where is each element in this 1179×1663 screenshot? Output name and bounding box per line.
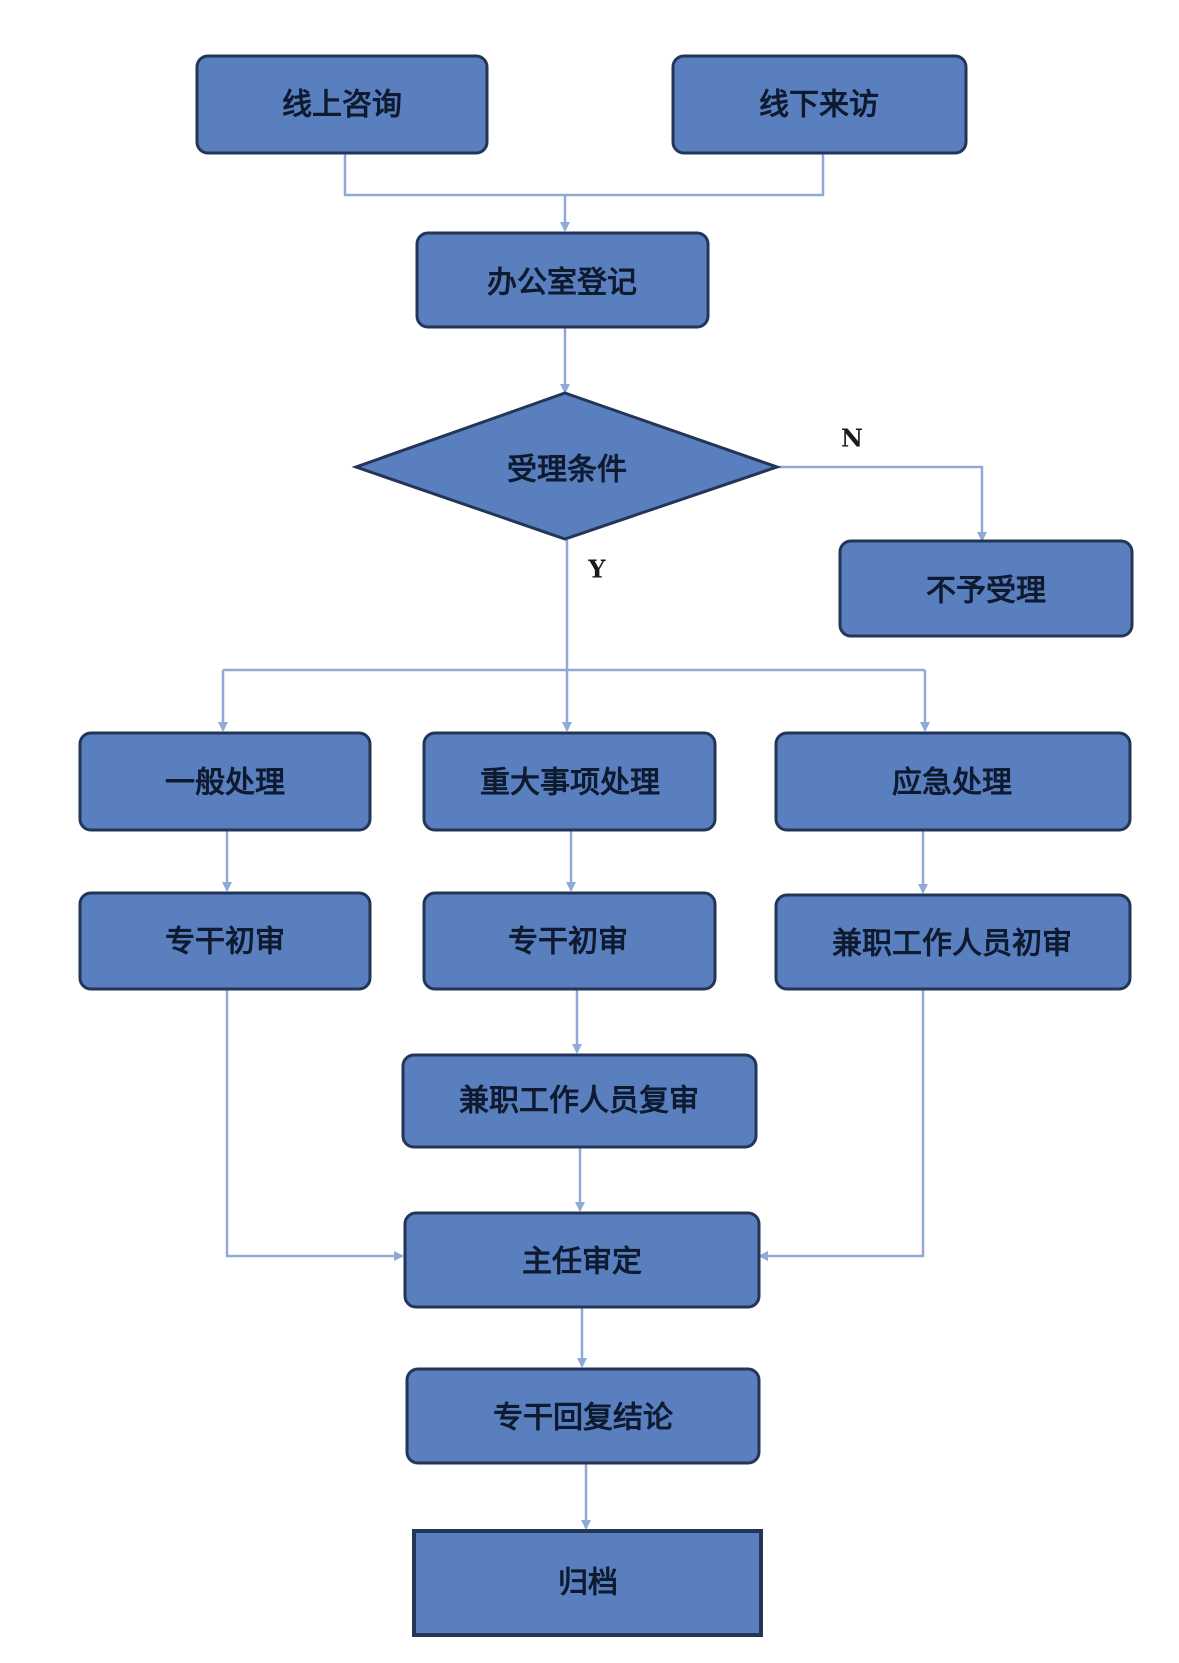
node-emergency-initial-review-label: 兼职工作人员初审 xyxy=(832,927,1072,962)
connectors xyxy=(218,153,987,1530)
node-offline-visit: 线下来访 xyxy=(671,54,968,155)
node-major-initial-review-label: 专干初审 xyxy=(508,925,628,960)
node-emergency-initial-review: 兼职工作人员初审 xyxy=(774,893,1132,991)
node-offline-visit-label: 线下来访 xyxy=(759,88,879,123)
node-reply-conclusion: 专干回复结论 xyxy=(405,1367,761,1465)
node-part-time-re-review: 兼职工作人员复审 xyxy=(401,1053,758,1149)
edge-condition-to-not-accepted xyxy=(777,465,987,542)
node-emergency-handling-label: 应急处理 xyxy=(892,766,1012,801)
node-general-initial-review-label: 专干初审 xyxy=(165,925,285,960)
node-office-register-label: 办公室登记 xyxy=(487,266,637,301)
node-not-accepted: 不予受理 xyxy=(838,539,1134,638)
node-part-time-re-review-label: 兼职工作人员复审 xyxy=(459,1084,699,1119)
node-office-register: 办公室登记 xyxy=(415,231,710,329)
edge-general-review-to-director xyxy=(225,989,404,1261)
node-archive: 归档 xyxy=(412,1529,763,1637)
edge-online-to-merge xyxy=(343,153,565,197)
node-online-consult: 线上咨询 xyxy=(195,54,489,155)
edge-offline-to-merge xyxy=(565,153,825,197)
node-acceptance-condition: 受理条件 xyxy=(351,391,782,541)
node-director-approval: 主任审定 xyxy=(403,1211,761,1309)
node-online-consult-label: 线上咨询 xyxy=(282,88,402,123)
node-major-initial-review: 专干初审 xyxy=(422,891,717,991)
node-acceptance-condition-label: 受理条件 xyxy=(507,453,627,488)
node-general-initial-review: 专干初审 xyxy=(78,891,372,991)
node-major-handling-label: 重大事项处理 xyxy=(480,766,660,801)
node-major-handling: 重大事项处理 xyxy=(422,731,717,832)
edge-label-no: N xyxy=(841,424,863,453)
node-not-accepted-label: 不予受理 xyxy=(926,574,1046,609)
node-archive-label: 归档 xyxy=(558,1566,618,1601)
edge-emergency-review-to-director xyxy=(758,989,925,1261)
node-reply-conclusion-label: 专干回复结论 xyxy=(493,1401,674,1436)
edge-label-yes: Y xyxy=(587,555,606,584)
node-general-handling: 一般处理 xyxy=(78,731,372,832)
node-director-approval-label: 主任审定 xyxy=(522,1245,642,1280)
node-general-handling-label: 一般处理 xyxy=(165,766,285,801)
node-emergency-handling: 应急处理 xyxy=(774,731,1132,832)
